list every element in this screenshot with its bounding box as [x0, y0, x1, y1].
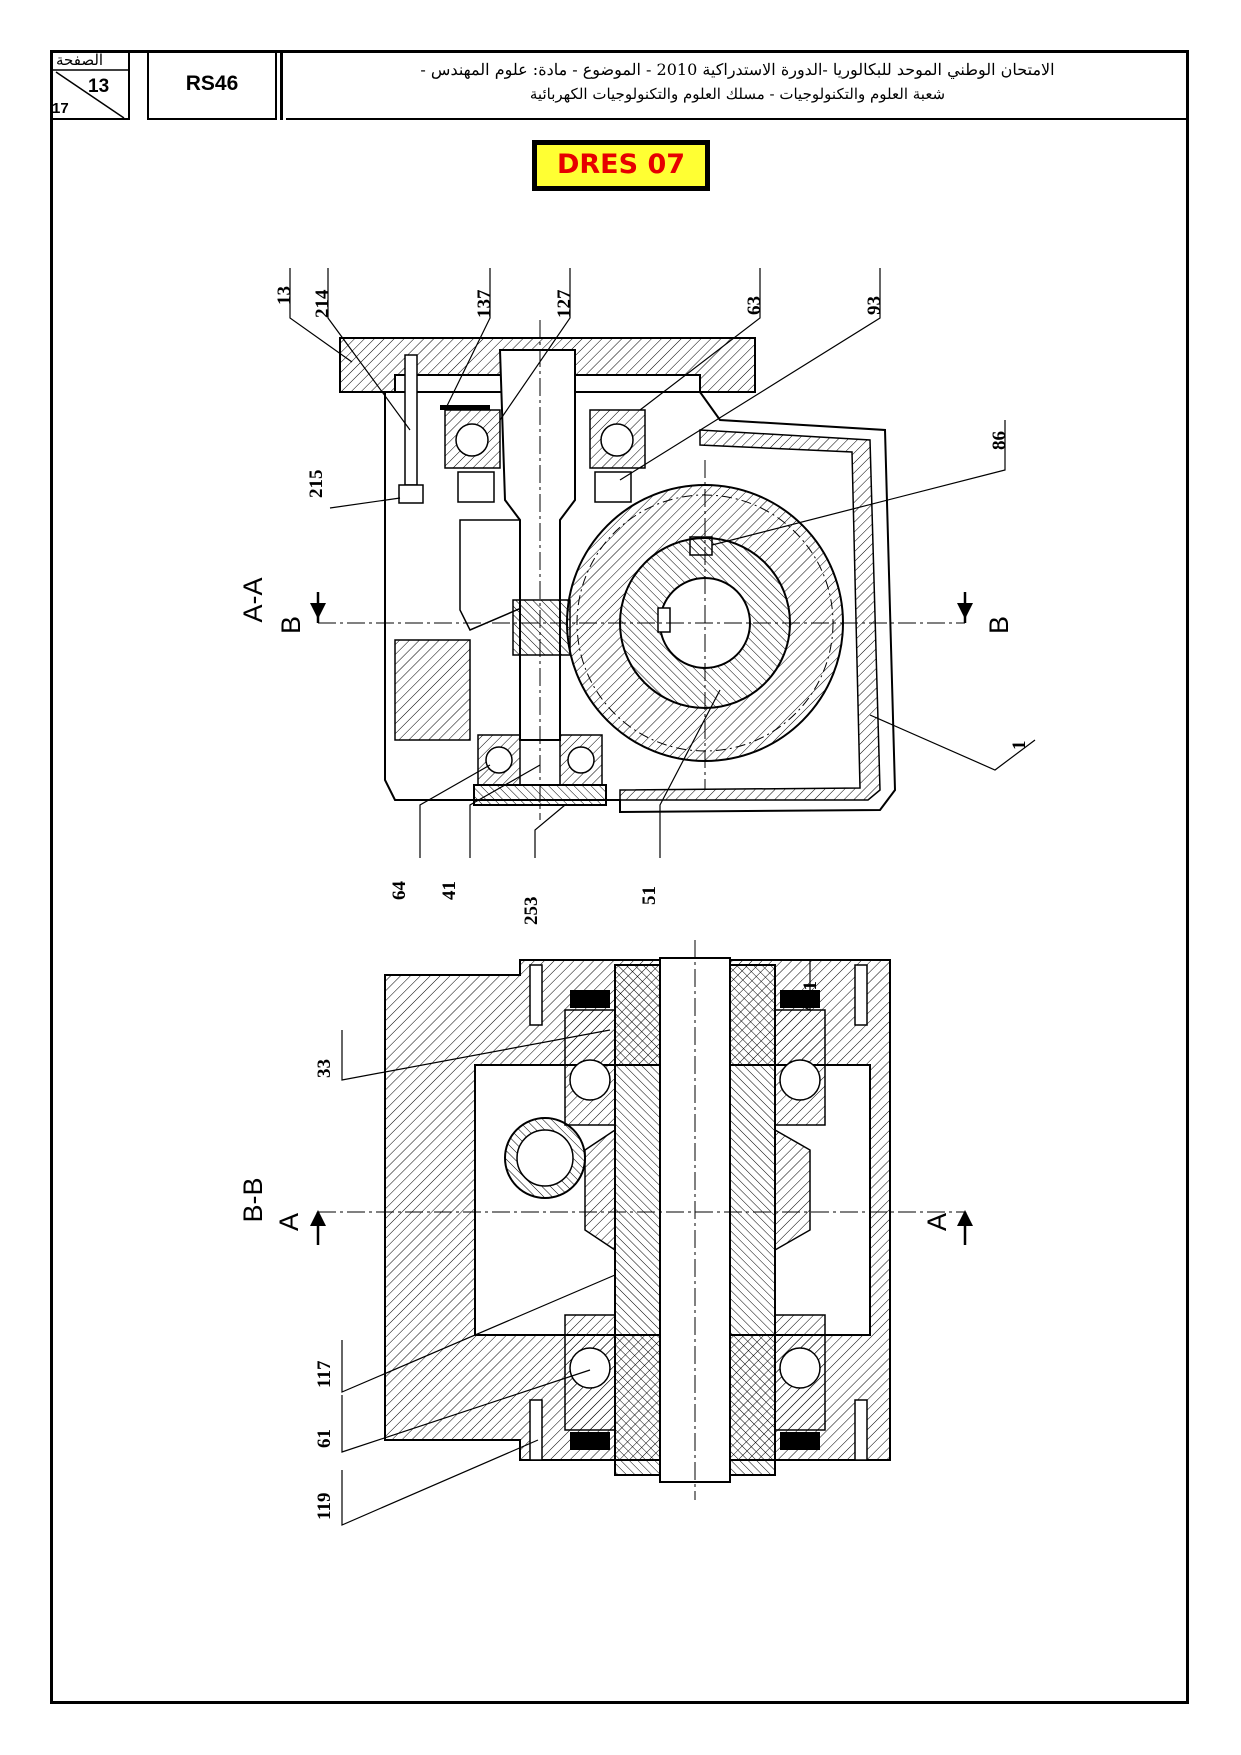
worm-teeth [512, 599, 571, 656]
document-label-box: DRES 07 [532, 140, 710, 191]
part-label-41: 41 [439, 881, 460, 900]
ball-64-right [567, 746, 595, 774]
exam-title-line2: شعبة العلوم والتكنولوجيات - مسلك العلوم … [529, 85, 946, 103]
part-label-215: 215 [306, 470, 327, 499]
ball-61-upper-right [779, 1059, 821, 1101]
part-label-63: 63 [744, 296, 765, 315]
ball-64-left [485, 746, 513, 774]
pin-119-upper-left [529, 964, 543, 1026]
page-word: الصفحة [56, 51, 104, 69]
part-label-33: 33 [314, 1059, 335, 1078]
worm-shaft-41 [498, 349, 576, 741]
part-label-13: 13 [274, 286, 295, 305]
view-aa-cut-right: B [984, 616, 1014, 634]
ball-63-left [455, 423, 489, 457]
part-label-117: 117 [314, 1360, 335, 1388]
part-label-253: 253 [521, 897, 542, 926]
ball-61-upper-left [569, 1059, 611, 1101]
ball-61-lower-right [779, 1347, 821, 1389]
part-label-214: 214 [312, 289, 333, 318]
seal-91-lower-right [780, 1432, 820, 1450]
seal-91-lower-left [570, 1432, 610, 1450]
view-bb-cut-right: A [922, 1213, 952, 1231]
view-bb-cut-left: A [274, 1213, 304, 1231]
view-bb: B-B A A 33 91 117 61 119 [238, 940, 973, 1526]
housing-wall [619, 429, 881, 801]
screw-214 [404, 354, 418, 486]
part-label-137: 137 [474, 289, 495, 318]
part-label-86: 86 [989, 431, 1010, 450]
part-label-127: 127 [554, 289, 575, 318]
part-label-61: 61 [314, 1429, 335, 1448]
view-aa-cut-left: B [276, 616, 306, 634]
pin-119-upper-right [854, 964, 868, 1026]
screw-215-head [398, 484, 424, 504]
view-aa-title: A-A [238, 577, 268, 622]
page-total: 17 [52, 100, 69, 117]
wheel-segment-right [774, 1128, 811, 1252]
page-border [50, 50, 1189, 1704]
view-bb-title: B-B [238, 1177, 268, 1222]
bearing-61-upper-left [564, 1009, 616, 1126]
seal-91-upper-left [570, 990, 610, 1008]
exam-title: الامتحان الوطني الموحد للبكالوريا -الدور… [286, 50, 1189, 120]
page-number: 13 [88, 76, 110, 97]
leaders-aa [289, 268, 1036, 858]
pin-119-lower-right [854, 1399, 868, 1461]
part-label-51: 51 [639, 886, 660, 905]
exam-title-line1: الامتحان الوطني الموحد للبكالوريا -الدور… [420, 60, 1055, 79]
ball-61-lower-left [569, 1347, 611, 1389]
keyway [657, 607, 671, 633]
part-label-1: 1 [1009, 741, 1030, 751]
key-86 [689, 536, 713, 556]
seal-93-left [457, 471, 495, 503]
leaders-bb [341, 960, 811, 1526]
exam-code: RS46 [147, 50, 283, 120]
part-label-64: 64 [389, 881, 410, 901]
header: الصفحة 13 17 RS46 الامتحان الوطني الموحد… [50, 50, 1189, 120]
page-indicator: الصفحة 13 17 [50, 50, 130, 120]
circlip-137 [440, 405, 490, 410]
shaft-33-bore [659, 957, 731, 1483]
page-indicator-divider [50, 69, 130, 119]
housing-1 [384, 391, 897, 814]
wheel-segment-left [584, 1128, 616, 1252]
part-label-93: 93 [864, 296, 885, 315]
part-label-119: 119 [314, 1493, 335, 1520]
housing-left-wall [394, 639, 471, 741]
ball-63-right [600, 423, 634, 457]
document-label: DRES 07 [536, 144, 706, 187]
part-label-91: 91 [800, 981, 821, 1000]
pin-119-lower-left [529, 1399, 543, 1461]
view-aa: A-A B B 13 214 137 127 63 93 215 86 1 64 [238, 268, 1036, 926]
worm-section-core [516, 1129, 574, 1187]
